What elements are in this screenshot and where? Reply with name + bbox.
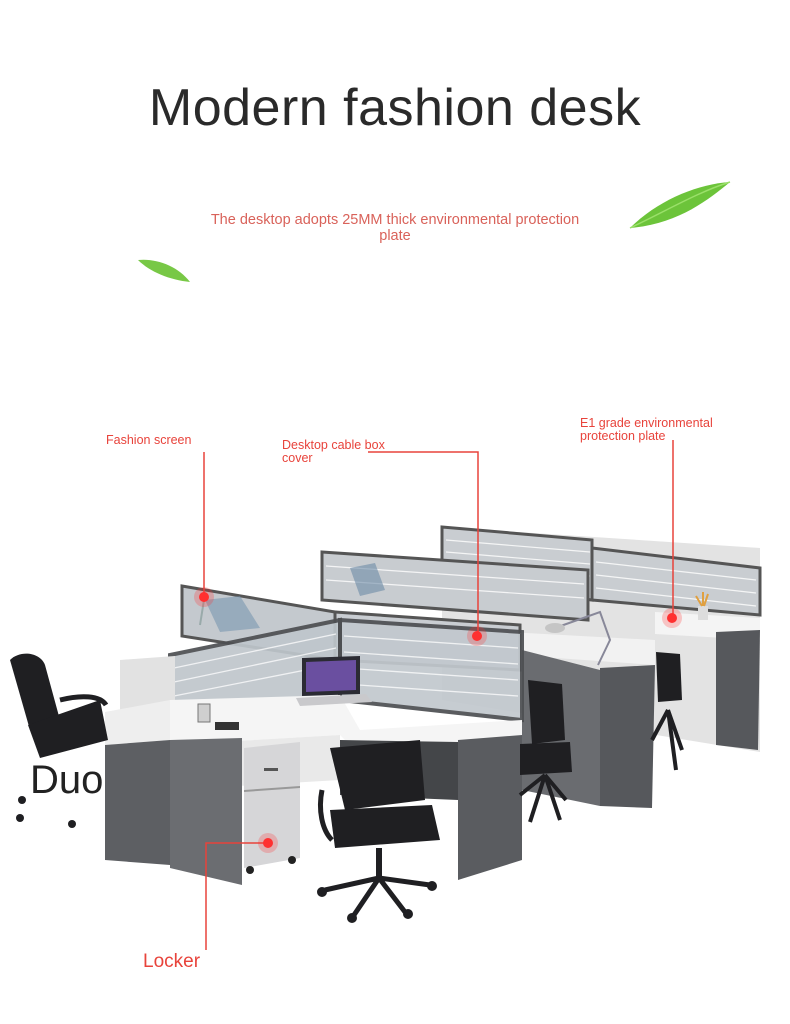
callout-fashion-screen: Fashion screen [106, 433, 192, 447]
callout-cable-box: Desktop cable box cover [282, 438, 385, 465]
leaf-left-decoration [138, 259, 190, 282]
front-workstation [105, 584, 524, 885]
page-subtitle: The desktop adopts 25MM thick environmen… [210, 212, 580, 244]
page-title: Modern fashion desk [148, 79, 642, 137]
callout-dots [194, 587, 682, 853]
callout-locker: Locker [143, 951, 201, 972]
leaf-right-decoration [629, 181, 731, 229]
office-chairs [10, 652, 684, 923]
callout-lines [203, 440, 674, 950]
watermark-text: Duo [30, 758, 104, 802]
desk-accessories [199, 592, 709, 666]
callout-e1-plate: E1 grade environmental protection plate [580, 416, 713, 443]
